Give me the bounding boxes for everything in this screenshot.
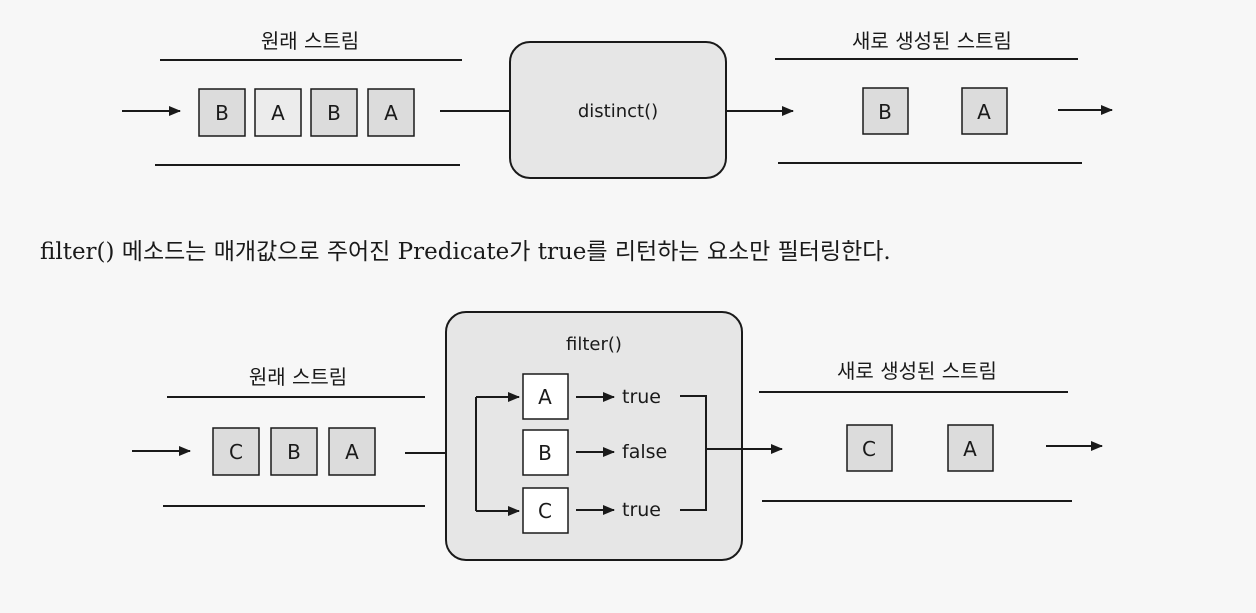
stream-item: B xyxy=(198,88,246,137)
stream-item: C xyxy=(846,424,893,472)
stream-item: A xyxy=(947,424,994,472)
item-label: A xyxy=(271,101,285,125)
item-box xyxy=(310,88,358,137)
item-label: B xyxy=(287,440,301,464)
output-stream: 새로 생성된 스트림 B A xyxy=(726,29,1113,164)
item-box xyxy=(846,424,893,472)
distinct-operator: distinct() xyxy=(509,41,727,179)
filter-operator: filter() A true B false C xyxy=(445,311,743,561)
output-stream: 새로 생성된 스트림 C A xyxy=(706,359,1103,502)
item-box xyxy=(212,427,260,476)
item-box xyxy=(270,427,318,476)
operator-label: filter() xyxy=(566,334,622,355)
item-label: A xyxy=(963,437,977,461)
test-item-label: A xyxy=(538,385,552,409)
item-box xyxy=(328,427,376,476)
operator-label: distinct() xyxy=(578,101,658,122)
item-box xyxy=(947,424,994,472)
input-stream: 원래 스트림 C B A xyxy=(132,365,476,507)
item-box xyxy=(961,87,1008,135)
item-label: A xyxy=(977,100,991,124)
test-item-box xyxy=(522,429,569,476)
item-label: C xyxy=(862,437,876,461)
stream-item: B xyxy=(310,88,358,137)
stream-item: A xyxy=(254,88,302,137)
distinct-diagram: 원래 스트림 B A B A di xyxy=(122,29,1113,179)
item-label: B xyxy=(327,101,341,125)
output-stream-title: 새로 생성된 스트림 xyxy=(852,29,1012,53)
item-box xyxy=(198,88,246,137)
test-result: false xyxy=(622,441,667,463)
predicate-test: A true xyxy=(522,373,661,420)
test-item-label: B xyxy=(538,441,552,465)
item-label: C xyxy=(229,440,243,464)
filter-diagram: 원래 스트림 C B A filter() xyxy=(132,311,1103,561)
input-stream-title: 원래 스트림 xyxy=(249,365,347,389)
item-label: B xyxy=(878,100,892,124)
input-stream-title: 원래 스트림 xyxy=(261,29,359,53)
stream-item: C xyxy=(212,427,260,476)
predicate-test: B false xyxy=(522,429,667,476)
stream-item: B xyxy=(862,87,909,135)
test-item-box xyxy=(522,373,569,420)
test-item-label: C xyxy=(538,499,552,523)
filter-description: filter() 메소드는 매개값으로 주어진 Predicate가 true를… xyxy=(40,239,891,265)
stream-item: A xyxy=(328,427,376,476)
test-result: true xyxy=(622,499,661,521)
item-label: B xyxy=(215,101,229,125)
operator-box xyxy=(445,311,743,561)
predicate-test: C true xyxy=(522,487,661,534)
item-box xyxy=(367,88,415,137)
test-result: true xyxy=(622,386,661,408)
stream-item: A xyxy=(961,87,1008,135)
stream-item: B xyxy=(270,427,318,476)
item-box xyxy=(254,88,302,137)
merge-bracket xyxy=(680,395,707,511)
input-stream: 원래 스트림 B A B A xyxy=(122,29,510,166)
item-label: A xyxy=(345,440,359,464)
test-item-box xyxy=(522,487,569,534)
item-label: A xyxy=(384,101,398,125)
item-box xyxy=(862,87,909,135)
output-stream-title: 새로 생성된 스트림 xyxy=(837,359,997,383)
stream-item: A xyxy=(367,88,415,137)
